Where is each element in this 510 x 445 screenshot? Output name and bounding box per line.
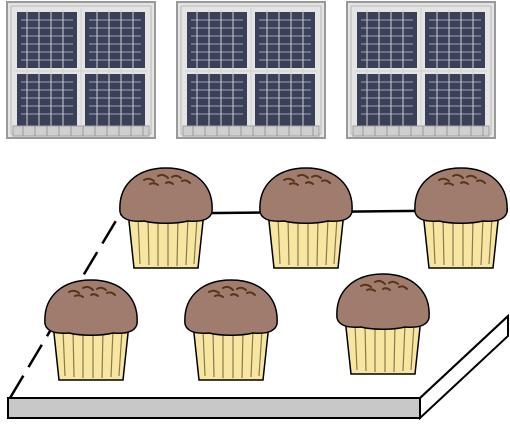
- muffin-icon: [183, 279, 279, 381]
- muffin-icon: [118, 167, 214, 269]
- solar-panel-icon: [176, 1, 326, 139]
- muffin-icon: [258, 167, 354, 269]
- solar-panel-icon: [346, 1, 496, 139]
- muffin-icon: [413, 167, 509, 269]
- muffin-icon: [43, 279, 139, 381]
- solar-panel-icon: [6, 1, 156, 139]
- muffin-icon: [335, 273, 431, 375]
